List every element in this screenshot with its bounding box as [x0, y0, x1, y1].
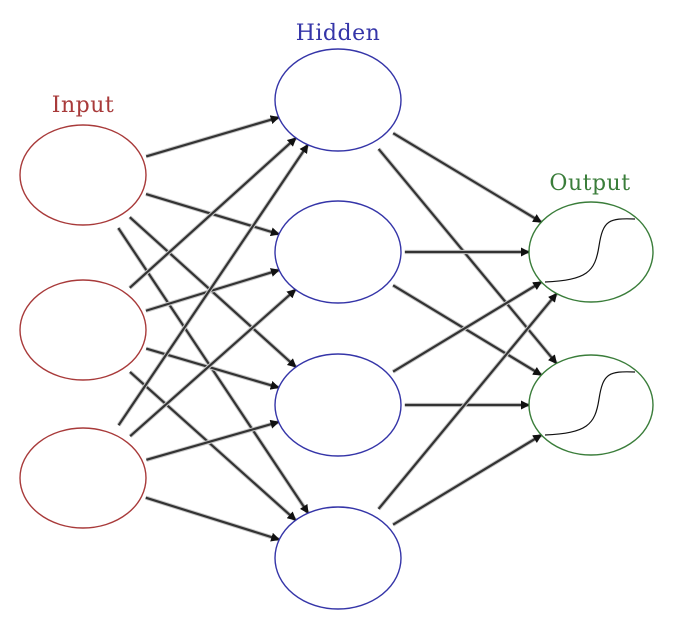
- input-layer-title: Input: [52, 93, 114, 118]
- hidden-layer-title: Hidden: [296, 21, 381, 46]
- input-node-1: [19, 124, 147, 226]
- hidden-node-1: [274, 48, 402, 152]
- input-node-2: [19, 279, 147, 381]
- output-layer: Output: [528, 171, 654, 456]
- edge-hidden4-to-output2: [392, 434, 543, 526]
- edge-hidden1-to-output1: [392, 132, 543, 224]
- input-node-3: [19, 427, 147, 529]
- input-layer: Input: [19, 93, 147, 529]
- edge-hidden4-to-output1: [377, 292, 558, 510]
- edge-input2-to-hidden2: [145, 268, 280, 312]
- edge-input3-to-hidden2: [129, 288, 297, 438]
- connection-edges: [116, 115, 559, 542]
- hidden-layer: Hidden: [274, 21, 402, 610]
- edge-hidden3-to-output1: [392, 281, 543, 373]
- edge-input1-to-hidden1: [145, 115, 280, 158]
- output-layer-title: Output: [549, 171, 630, 196]
- sigmoid-curve-icon: [544, 218, 636, 283]
- output-node-2: [528, 354, 654, 456]
- edge-input3-to-hidden4: [145, 496, 281, 542]
- edge-input2-to-hidden1: [129, 137, 297, 289]
- edge-input2-to-hidden4: [129, 371, 297, 522]
- hidden-node-4: [274, 506, 402, 610]
- sigmoid-curve-icon: [544, 371, 636, 436]
- edge-input1-to-hidden4: [117, 227, 310, 514]
- edge-hidden2-to-output2: [392, 284, 543, 376]
- hidden-node-3: [274, 353, 402, 457]
- edge-input3-to-hidden3: [146, 419, 280, 461]
- output-node-1: [528, 201, 654, 303]
- hidden-node-2: [274, 200, 402, 304]
- edge-input3-to-hidden1: [117, 144, 309, 426]
